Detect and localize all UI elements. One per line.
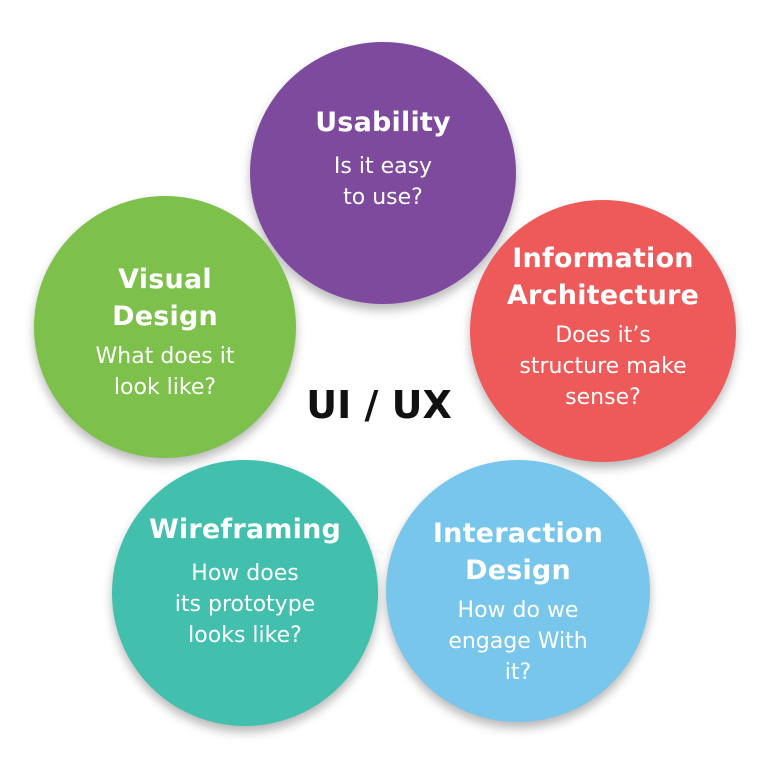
information-architecture-title: Information Architecture — [506, 242, 700, 311]
interaction-design-title: Interaction Design — [432, 517, 604, 586]
usability-title: Usability — [315, 106, 451, 138]
visual-design-title: Visual Design — [112, 264, 218, 332]
wireframing-circle: Wireframing How does its prototype looks… — [112, 460, 378, 726]
wireframing-description: How does its prototype looks like? — [174, 561, 316, 648]
interaction-design-description: How do we engage With it? — [448, 597, 588, 685]
usability-circle: Usability Is it easy to use? — [250, 42, 516, 304]
usability-description: Is it easy to use? — [333, 153, 433, 210]
visual-design-circle: Visual Design What does it look like? — [34, 196, 296, 458]
information-architecture-circle: Information Architecture Does it’s struc… — [470, 200, 736, 462]
interaction-design-circle: Interaction Design How do we engage With… — [386, 460, 650, 722]
information-architecture-description: Does it’s structure make sense? — [519, 322, 687, 410]
wireframing-title: Wireframing — [148, 514, 342, 545]
center-label: UI / UX — [306, 383, 452, 427]
visual-design-description: What does it look like? — [95, 344, 235, 400]
